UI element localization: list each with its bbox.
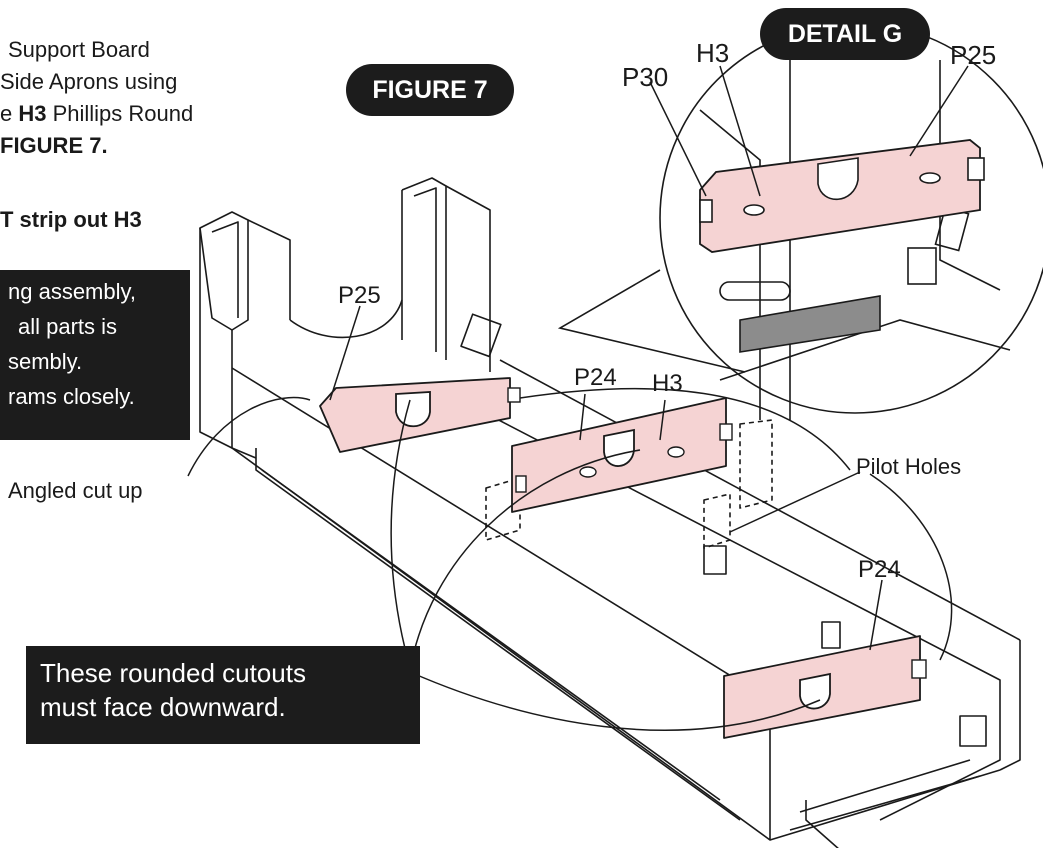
warning-line-3: sembly. bbox=[8, 349, 83, 374]
instruction-line-2: Side Aprons using bbox=[0, 69, 178, 94]
part-label-p24-upper: P24 bbox=[574, 364, 617, 391]
part-label-p24-lower: P24 bbox=[858, 556, 901, 583]
front-side-apron bbox=[231, 367, 771, 841]
figure-badge: FIGURE 7 bbox=[346, 64, 514, 116]
bracket bbox=[460, 313, 502, 358]
instruction-line-1: Support Board bbox=[8, 37, 150, 62]
detail-label-h3: H3 bbox=[696, 38, 730, 68]
instruction-part-h3: H3 bbox=[18, 101, 47, 126]
instruction-line-4: FIGURE 7. bbox=[0, 133, 108, 158]
warning-box: ng assembly, all parts is sembly. rams c… bbox=[0, 270, 190, 440]
instruction-suffix: Phillips Round bbox=[46, 101, 194, 126]
part-label-p25: P25 bbox=[338, 282, 381, 309]
detail-badge: DETAIL G bbox=[760, 8, 930, 60]
detail-label-p30: P30 bbox=[622, 62, 669, 92]
caution-text: T strip out H3 bbox=[0, 207, 142, 232]
warning-line-2: all parts is bbox=[18, 314, 118, 339]
note-box: These rounded cutouts must face downward… bbox=[26, 646, 420, 744]
left-post bbox=[199, 211, 249, 331]
rear-panel bbox=[401, 177, 447, 360]
callout-angled-cut: Angled cut up bbox=[8, 478, 143, 503]
warning-line-1: ng assembly, bbox=[8, 279, 136, 304]
instruction-prefix: e bbox=[0, 101, 19, 126]
callout-pilot-holes: Pilot Holes bbox=[856, 454, 962, 479]
note-line-2: must face downward. bbox=[40, 692, 286, 722]
detail-label-p25: P25 bbox=[950, 40, 997, 70]
curved-apron bbox=[289, 299, 403, 339]
part-label-h3: H3 bbox=[652, 370, 683, 397]
note-line-1: These rounded cutouts bbox=[40, 658, 306, 688]
instruction-line-3: e H3 Phillips Round bbox=[0, 100, 193, 127]
warning-line-4: rams closely. bbox=[8, 384, 135, 409]
